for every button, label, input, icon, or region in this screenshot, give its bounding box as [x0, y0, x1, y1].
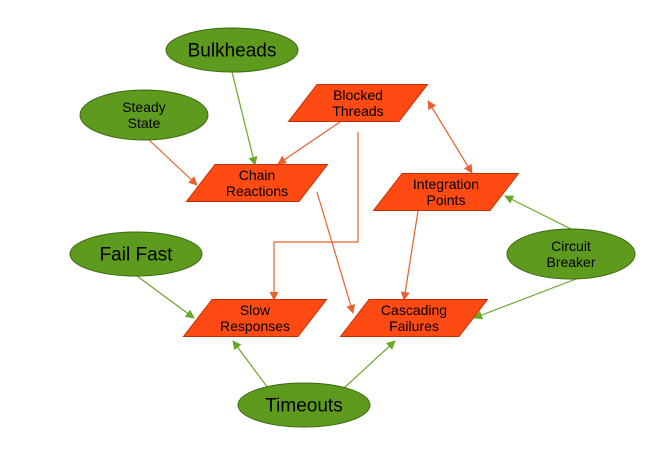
node-label: Failures [389, 318, 439, 334]
node-label: Integration [413, 176, 479, 192]
node-label: Bulkheads [188, 41, 277, 62]
edge-steady-state-to-chain-reactions [147, 138, 198, 186]
node-label: State [128, 115, 161, 131]
edge-chain-reactions-to-cascading-failures [316, 191, 356, 314]
pattern-ellipse [69, 231, 203, 277]
node-label: Reactions [226, 183, 288, 199]
edge-blocked-threads-to-chain-reactions [277, 121, 341, 165]
edge-blocked-threads-to-integration-points [427, 100, 473, 174]
node-label: Slow [240, 302, 271, 318]
node-timeouts: Timeouts [237, 382, 371, 428]
node-label: Threads [332, 103, 383, 119]
edge-layer [136, 71, 577, 389]
antipattern-parallelogram [339, 299, 489, 337]
node-label: Points [427, 192, 466, 208]
pattern-ellipse [165, 27, 299, 73]
node-label: Chain [239, 167, 276, 183]
antipattern-parallelogram [182, 299, 328, 337]
edge-integration-points-to-cascading-failures [400, 210, 419, 301]
node-label: Cascading [381, 302, 447, 318]
edge-circuit-breaker-to-integration-points [504, 195, 572, 230]
node-label: Blocked [333, 87, 383, 103]
edge-blocked-threads-to-slow-responses [269, 132, 359, 301]
antipattern-parallelogram [372, 173, 520, 211]
pattern-ellipse [237, 382, 371, 428]
node-label: Steady [122, 99, 166, 115]
node-label: Responses [220, 318, 290, 334]
node-label: Breaker [546, 254, 595, 270]
edge-bulkheads-to-chain-reactions [231, 71, 258, 166]
edge-circuit-breaker-to-cascading-failures [473, 278, 577, 320]
node-label: Circuit [551, 238, 591, 254]
edge-timeouts-to-slow-responses [232, 340, 269, 389]
pattern-ellipse [79, 89, 209, 141]
node-label: Timeouts [265, 396, 342, 417]
edge-timeouts-to-cascading-failures [343, 340, 396, 389]
antipattern-parallelogram [287, 84, 429, 122]
node-bulkheads: Bulkheads [165, 27, 299, 73]
node-label: Fail Fast [100, 245, 174, 266]
antipattern-parallelogram [185, 164, 329, 202]
edge-fail-fast-to-slow-responses [136, 275, 195, 319]
node-fail-fast: Fail Fast [69, 231, 203, 277]
pattern-ellipse [506, 228, 636, 280]
